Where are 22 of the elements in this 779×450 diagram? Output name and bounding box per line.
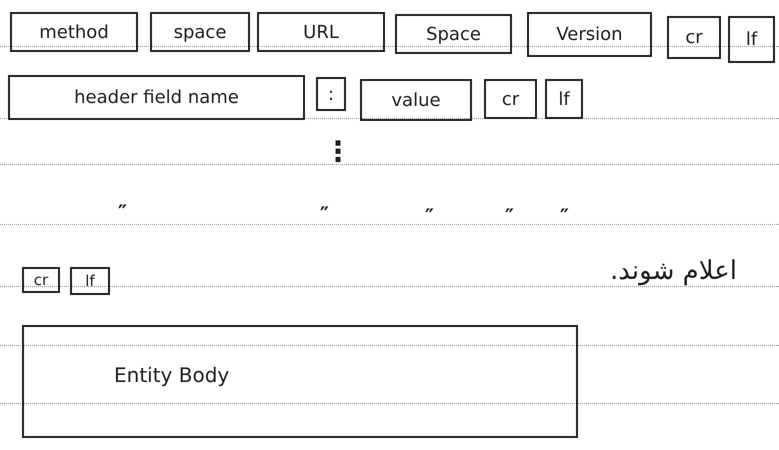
field-box: URL [257, 12, 385, 52]
ditto-mark: ″ [118, 202, 127, 222]
ditto-mark: ″ [320, 204, 329, 224]
field-box: : [316, 77, 346, 111]
body-box: Entity Body [22, 325, 578, 438]
field-box: lf [728, 16, 775, 63]
ditto-mark: ″ [505, 206, 514, 226]
field-box: cr [484, 79, 537, 119]
note-text: اعلام شوند. [610, 258, 737, 284]
field-box: Space [395, 14, 512, 54]
continuation-dots: ⋮ [324, 138, 352, 166]
field-box: header field name [8, 75, 305, 120]
field-box: method [10, 12, 138, 52]
ditto-mark: ″ [425, 206, 434, 226]
field-box: lf [545, 79, 583, 119]
ditto-mark: ″ [560, 206, 569, 226]
field-box: Version [527, 12, 652, 57]
field-box: space [150, 12, 250, 52]
field-box: cr [22, 267, 60, 293]
field-box: value [360, 79, 472, 121]
field-box: cr [667, 16, 721, 59]
field-box: lf [70, 267, 110, 295]
